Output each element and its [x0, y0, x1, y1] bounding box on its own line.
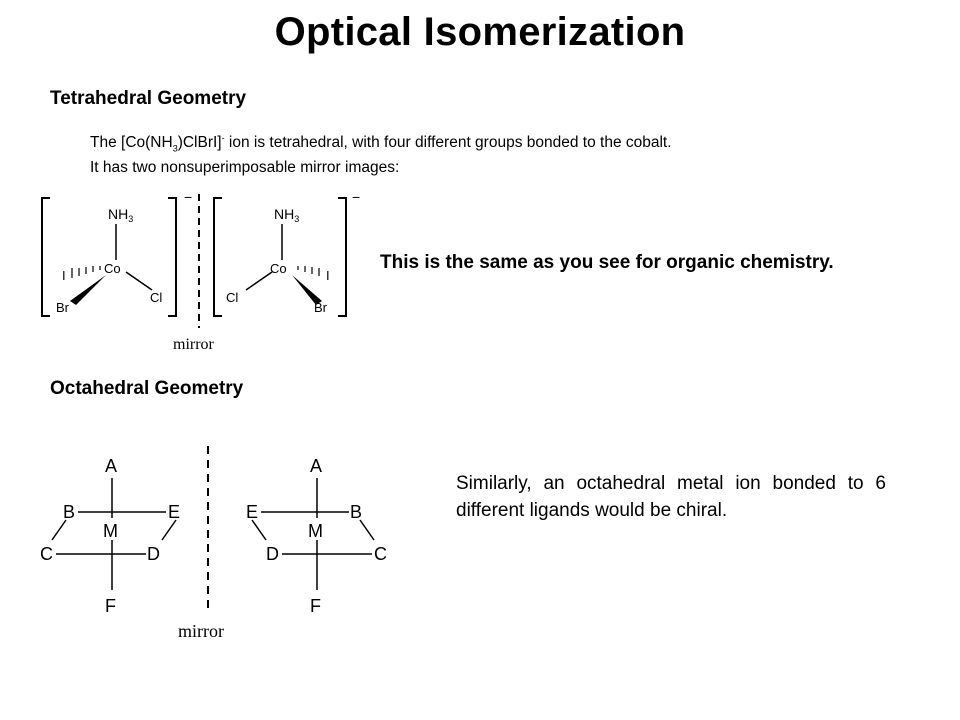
left-chloro-label: Cl [150, 290, 162, 305]
right-ligand-b: B [350, 502, 362, 522]
left-bracket-open [41, 197, 50, 317]
right-charge: − [352, 189, 360, 205]
tetrahedral-mirror-diagram: − NH3 Co I Br Cl mirror − NH3 Co I Br Cl [41, 189, 360, 353]
left-bond-b-c [51, 519, 67, 541]
left-ligand-d: D [147, 544, 160, 564]
left-ligand-f: F [105, 596, 116, 616]
right-ligand-e: E [246, 502, 258, 522]
octahedral-mirror-diagram: A B E M C D F mirror A E B M D C F [40, 446, 387, 641]
right-bracket-close [338, 197, 347, 317]
left-metal: M [103, 521, 118, 541]
left-ligand-b: B [63, 502, 75, 522]
left-charge: − [184, 189, 192, 205]
left-bond-e-d [161, 519, 177, 541]
right-chloro-label: Cl [226, 290, 238, 305]
left-bond-cl [125, 271, 153, 291]
left-cobalt-label: Co [104, 261, 121, 276]
right-ammine-label: NH3 [274, 206, 299, 224]
right-metal: M [308, 521, 323, 541]
tetrahedral-description: The [Co(NH3)ClBrI]- ion is tetrahedral, … [90, 128, 672, 178]
right-ligand-a: A [310, 456, 322, 476]
octahedral-note: Similarly, an octahedral metal ion bonde… [456, 473, 886, 521]
left-ligand-e: E [168, 502, 180, 522]
octahedral-mirror-label: mirror [178, 621, 224, 641]
right-ligand-d: D [266, 544, 279, 564]
left-bromo-label: Br [56, 300, 70, 315]
right-wedge-bond [292, 275, 322, 305]
right-bromo-label: Br [314, 300, 328, 315]
tetrahedral-note: This is the same as you see for organic … [380, 252, 834, 273]
page-title: Optical Isomerization [274, 10, 686, 54]
tetrahedral-description-line-2: It has two nonsuperimposable mirror imag… [90, 159, 400, 177]
left-wedge-bond [70, 275, 106, 305]
left-iodo-label: I [62, 268, 66, 283]
right-cobalt-label: Co [270, 261, 287, 276]
right-bracket-open [213, 197, 222, 317]
left-hashed-bond [71, 266, 101, 278]
right-ligand-c: C [374, 544, 387, 564]
left-ammine-label: NH3 [108, 206, 133, 224]
tetrahedral-heading: Tetrahedral Geometry [50, 88, 247, 109]
left-ligand-a: A [105, 456, 117, 476]
tetrahedral-description-line-1: The [Co(NH3)ClBrI]- ion is tetrahedral, … [90, 133, 672, 154]
left-bracket-close [168, 197, 177, 317]
right-hashed-bond [297, 266, 320, 276]
tetrahedral-mirror-label: mirror [173, 336, 215, 353]
right-ligand-f: F [310, 596, 321, 616]
right-bond-cl [245, 271, 273, 291]
right-bond-e-d [251, 519, 267, 541]
octahedral-heading: Octahedral Geometry [50, 378, 244, 399]
right-iodo-label: I [326, 268, 330, 283]
right-bond-b-c [359, 519, 375, 541]
left-ligand-c: C [40, 544, 53, 564]
